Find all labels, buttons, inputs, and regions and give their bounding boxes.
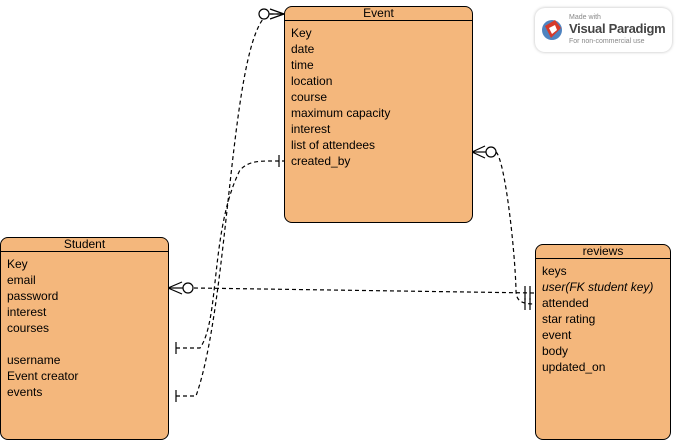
entity-reviews[interactable]: reviews keys user(FK student key) attend… [535,244,671,440]
attribute: maximum capacity [291,106,391,120]
crows-foot-optional-many-icon [167,281,194,295]
attribute: event [542,328,572,342]
crows-foot-optional-many-icon [258,8,285,20]
attribute: body [542,344,569,358]
attribute: created_by [291,154,351,168]
visual-paradigm-watermark: Made with Visual Paradigm For non-commer… [535,8,672,52]
attribute: list of attendees [291,138,376,152]
attribute: user(FK student key) [542,280,654,294]
attribute: interest [291,122,331,136]
attribute: location [291,74,333,88]
one-and-only-one-icon [524,298,531,310]
attribute-list: Key email password interest courses user… [1,252,168,400]
attribute: Key [7,257,28,271]
visual-paradigm-logo-icon [542,20,562,40]
attribute-list: Key date time location course maximum ca… [285,21,472,169]
connector-event-reviews [495,151,536,305]
attribute: Event creator [7,369,79,383]
attribute: keys [542,264,567,278]
attribute: courses [7,321,50,335]
crows-foot-optional-many-icon [471,145,497,159]
attribute: interest [7,305,47,319]
attribute: star rating [542,312,596,326]
logo-brand-name: Visual Paradigm [569,21,666,36]
attribute: course [291,90,328,104]
connector-student-event-created-by [176,160,285,349]
entity-student[interactable]: Student Key email password interest cour… [0,237,169,440]
entity-title: Student [1,238,168,252]
attribute: email [7,273,36,287]
attribute: events [7,385,43,399]
connector-student-reviews [193,287,536,294]
attribute [7,336,168,352]
attribute: attended [542,296,589,310]
attribute: date [291,42,315,56]
attribute: Key [291,26,312,40]
entity-title: reviews [536,245,670,259]
entity-title: Event [285,7,472,21]
attribute: password [7,289,59,303]
attribute-list: keys user(FK student key) attended star … [536,259,670,375]
one-and-only-one-icon [524,286,531,300]
logo-subtitle: For non-commercial use [569,38,645,45]
entity-event[interactable]: Event Key date time location course maxi… [284,6,473,223]
attribute: updated_on [542,360,606,374]
attribute: username [7,353,61,367]
connector-student-event-attendance [176,13,284,397]
attribute: time [291,58,314,72]
logo-made-with: Made with [569,14,601,21]
